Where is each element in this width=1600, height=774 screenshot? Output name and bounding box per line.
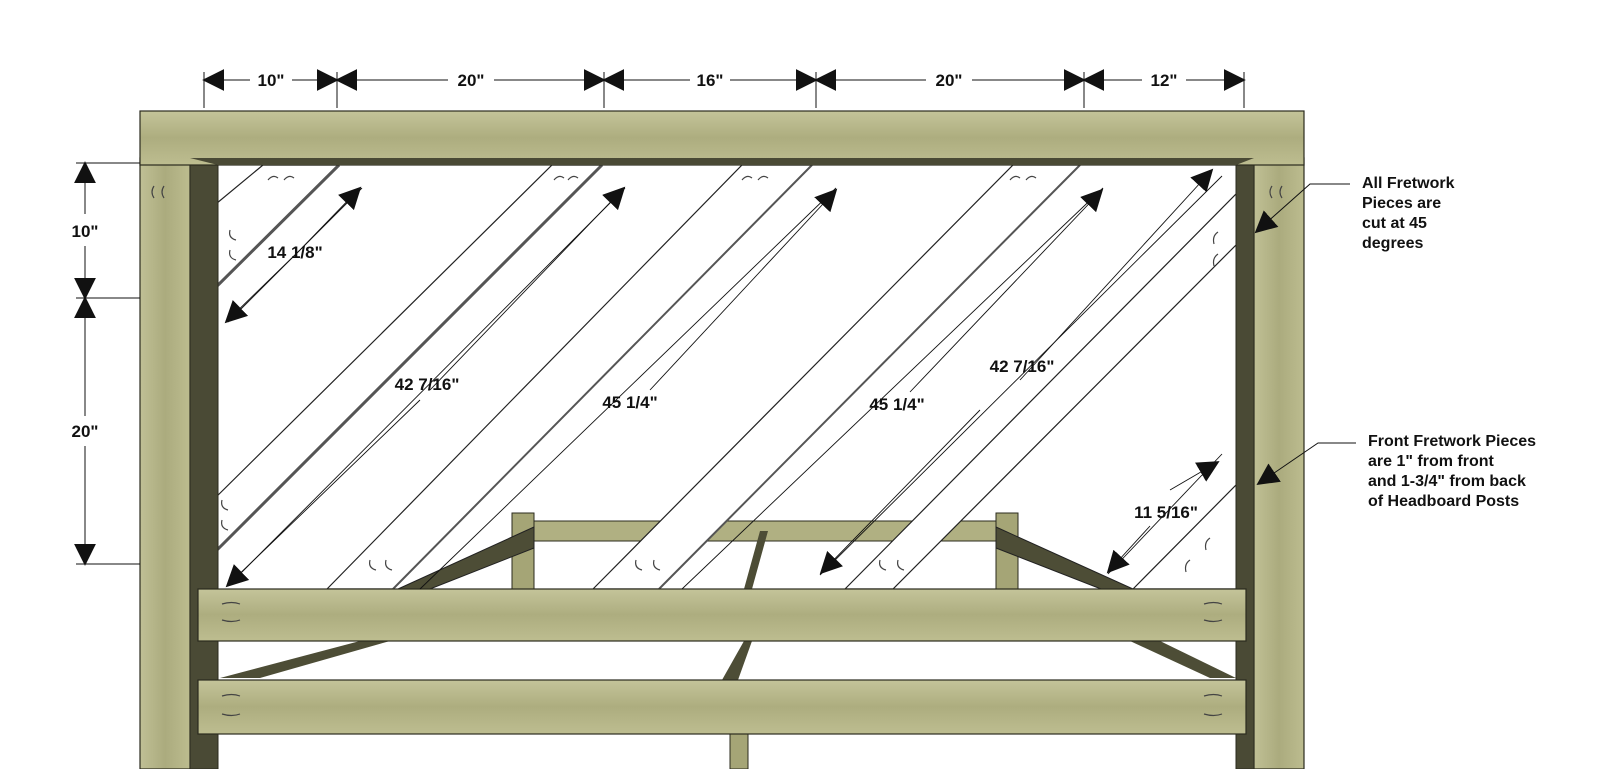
- headboard-posts: [139, 157, 1305, 770]
- piece-dimension-labels: 14 1/8" 42 7/16" 45 1/4" 45 1/4" 42 7/16…: [267, 243, 1198, 522]
- lower-front-rail: [197, 679, 1247, 735]
- piece-dimensions: [224, 168, 1223, 590]
- dim-left-2: 20": [72, 422, 99, 441]
- top-rail: [139, 110, 1305, 166]
- dim-piece-5: 42 7/16": [990, 357, 1055, 376]
- note-fretwork-angle: All Fretwork Pieces are cut at 45 degree…: [1362, 175, 1455, 252]
- dim-left-1: 10": [72, 222, 99, 241]
- pocket-holes: [221, 175, 1219, 573]
- dim-top-3: 16": [697, 71, 724, 90]
- upper-front-rail: [197, 588, 1247, 642]
- fretwork-piece-5: [843, 188, 1241, 590]
- note-front-offset: Front Fretwork Pieces are 1" from front …: [1368, 433, 1537, 510]
- top-dimensions: [202, 69, 1246, 108]
- dim-piece-2: 42 7/16": [395, 375, 460, 394]
- left-post: [139, 157, 191, 770]
- dim-piece-4: 45 1/4": [869, 395, 924, 414]
- left-dimension-labels: 10" 20": [72, 222, 99, 441]
- dim-piece-3: 45 1/4": [602, 393, 657, 412]
- top-dimension-labels: 10" 20" 16" 20" 12": [258, 71, 1178, 90]
- dim-top-4: 20": [936, 71, 963, 90]
- dim-piece-1: 14 1/8": [267, 243, 322, 262]
- dim-piece-6: 11 5/16": [1134, 503, 1198, 522]
- front-rails: [197, 588, 1247, 735]
- right-post: [1253, 157, 1305, 770]
- left-dimensions: [74, 161, 140, 566]
- fretwork-pieces: [203, 163, 1241, 590]
- dim-top-5: 12": [1151, 71, 1178, 90]
- dim-top-2: 20": [458, 71, 485, 90]
- fretwork-piece-6: [1131, 479, 1241, 590]
- dim-top-1: 10": [258, 71, 285, 90]
- callout-leaders: [1254, 183, 1356, 486]
